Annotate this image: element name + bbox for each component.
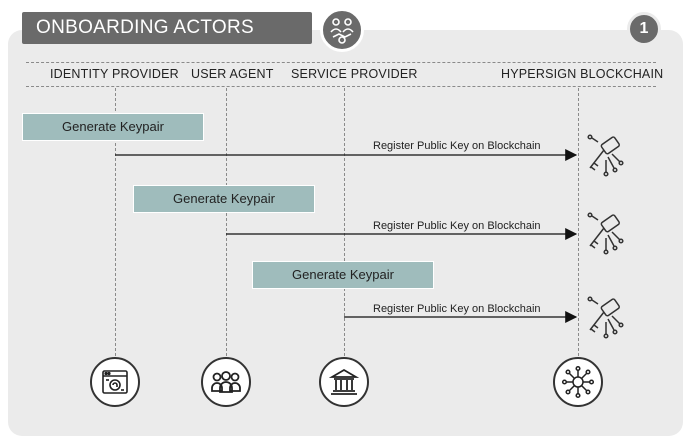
team-handshake-icon <box>320 8 364 52</box>
message-label-2: Register Public Key on Blockchain <box>373 220 541 232</box>
blockchain-network-icon <box>553 357 603 407</box>
message-label-3: Register Public Key on Blockchain <box>373 303 541 315</box>
generate-keypair-box-2: Generate Keypair <box>133 185 315 213</box>
lifeline-service-provider <box>344 88 345 356</box>
header-user-agent: USER AGENT <box>191 67 274 81</box>
circuit-key-icon <box>582 134 626 178</box>
lifeline-identity-provider <box>115 88 116 356</box>
circuit-key-icon <box>582 296 626 340</box>
header-hypersign-blockchain: HYPERSIGN BLOCKCHAIN <box>501 67 664 81</box>
page-title: ONBOARDING ACTORS <box>22 12 312 44</box>
header-divider-bottom <box>26 86 656 87</box>
lifeline-hypersign-blockchain <box>578 88 579 356</box>
header-identity-provider: IDENTITY PROVIDER <box>50 67 179 81</box>
circuit-key-icon <box>582 212 626 256</box>
bank-building-icon <box>319 357 369 407</box>
generate-keypair-box-3: Generate Keypair <box>252 261 434 289</box>
header-service-provider: SERVICE PROVIDER <box>291 67 418 81</box>
lifeline-user-agent <box>226 88 227 356</box>
header-divider-top <box>26 62 656 63</box>
users-group-icon <box>201 357 251 407</box>
generate-keypair-box-1: Generate Keypair <box>22 113 204 141</box>
step-badge: 1 <box>627 12 661 46</box>
identity-provider-icon <box>90 357 140 407</box>
message-label-1: Register Public Key on Blockchain <box>373 140 541 152</box>
